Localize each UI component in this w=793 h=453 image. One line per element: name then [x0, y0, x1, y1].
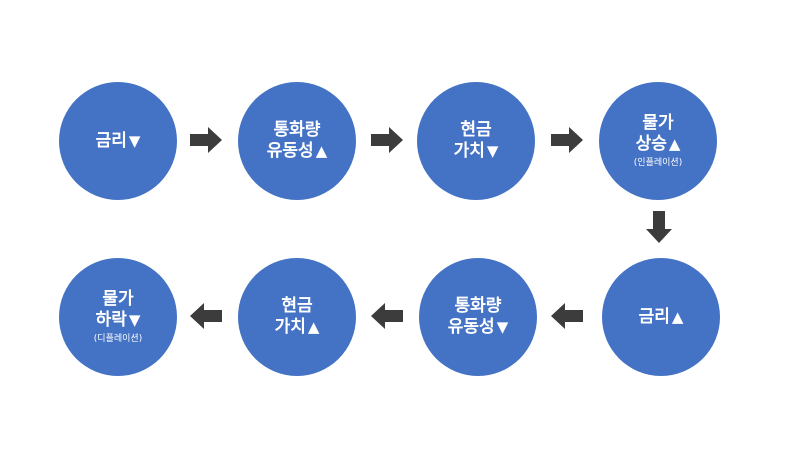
down-arrow-icon	[646, 211, 672, 243]
down-triangle-icon: ▼	[128, 131, 141, 150]
up-triangle-icon: ▲	[668, 135, 681, 153]
node-label-line-2: 가치▲	[274, 317, 320, 337]
node-sublabel: (디플레이션)	[93, 334, 143, 344]
node-sublabel: (인플레이션)	[633, 158, 683, 168]
left-arrow-icon	[371, 303, 403, 329]
left-arrow-icon	[190, 303, 222, 329]
node-label-line-2: 하락▼	[95, 310, 141, 330]
node-price-rise: 물가 상승▲ (인플레이션)	[599, 82, 717, 200]
node-label-line-1: 현금	[460, 120, 492, 140]
right-arrow-icon	[371, 127, 403, 153]
up-triangle-icon: ▲	[315, 142, 328, 160]
node-price-fall: 물가 하락▼ (디플레이션)	[59, 258, 177, 376]
up-triangle-icon: ▲	[671, 307, 684, 326]
node-label: 금리▲	[638, 306, 684, 327]
up-triangle-icon: ▲	[307, 318, 320, 336]
down-triangle-icon: ▼	[128, 311, 141, 329]
left-arrow-icon	[551, 303, 583, 329]
node-interest-rate-up: 금리▲	[602, 258, 720, 376]
node-label-line-1: 통화량	[454, 296, 502, 316]
node-money-supply-down: 통화량 유동성▼	[419, 258, 537, 376]
node-label-line-2: 가치▼	[453, 141, 499, 161]
right-arrow-icon	[190, 127, 222, 153]
node-label-line-2: 유동성▲	[266, 141, 328, 161]
node-label-line-1: 물가	[642, 113, 674, 133]
node-interest-rate-down: 금리▼	[59, 82, 177, 200]
node-label-line-2: 상승▲	[635, 134, 681, 154]
node-cash-value-down: 현금 가치▼	[417, 82, 535, 200]
node-cash-value-up: 현금 가치▲	[238, 258, 356, 376]
node-label: 금리▼	[95, 130, 141, 151]
node-label-line-1: 통화량	[273, 120, 321, 140]
node-money-supply-up: 통화량 유동성▲	[238, 82, 356, 200]
node-label-line-1: 현금	[281, 296, 313, 316]
node-label-line-2: 유동성▼	[447, 317, 509, 337]
right-arrow-icon	[551, 127, 583, 153]
down-triangle-icon: ▼	[486, 142, 499, 160]
down-triangle-icon: ▼	[496, 318, 509, 336]
node-label-line-1: 물가	[102, 289, 134, 309]
